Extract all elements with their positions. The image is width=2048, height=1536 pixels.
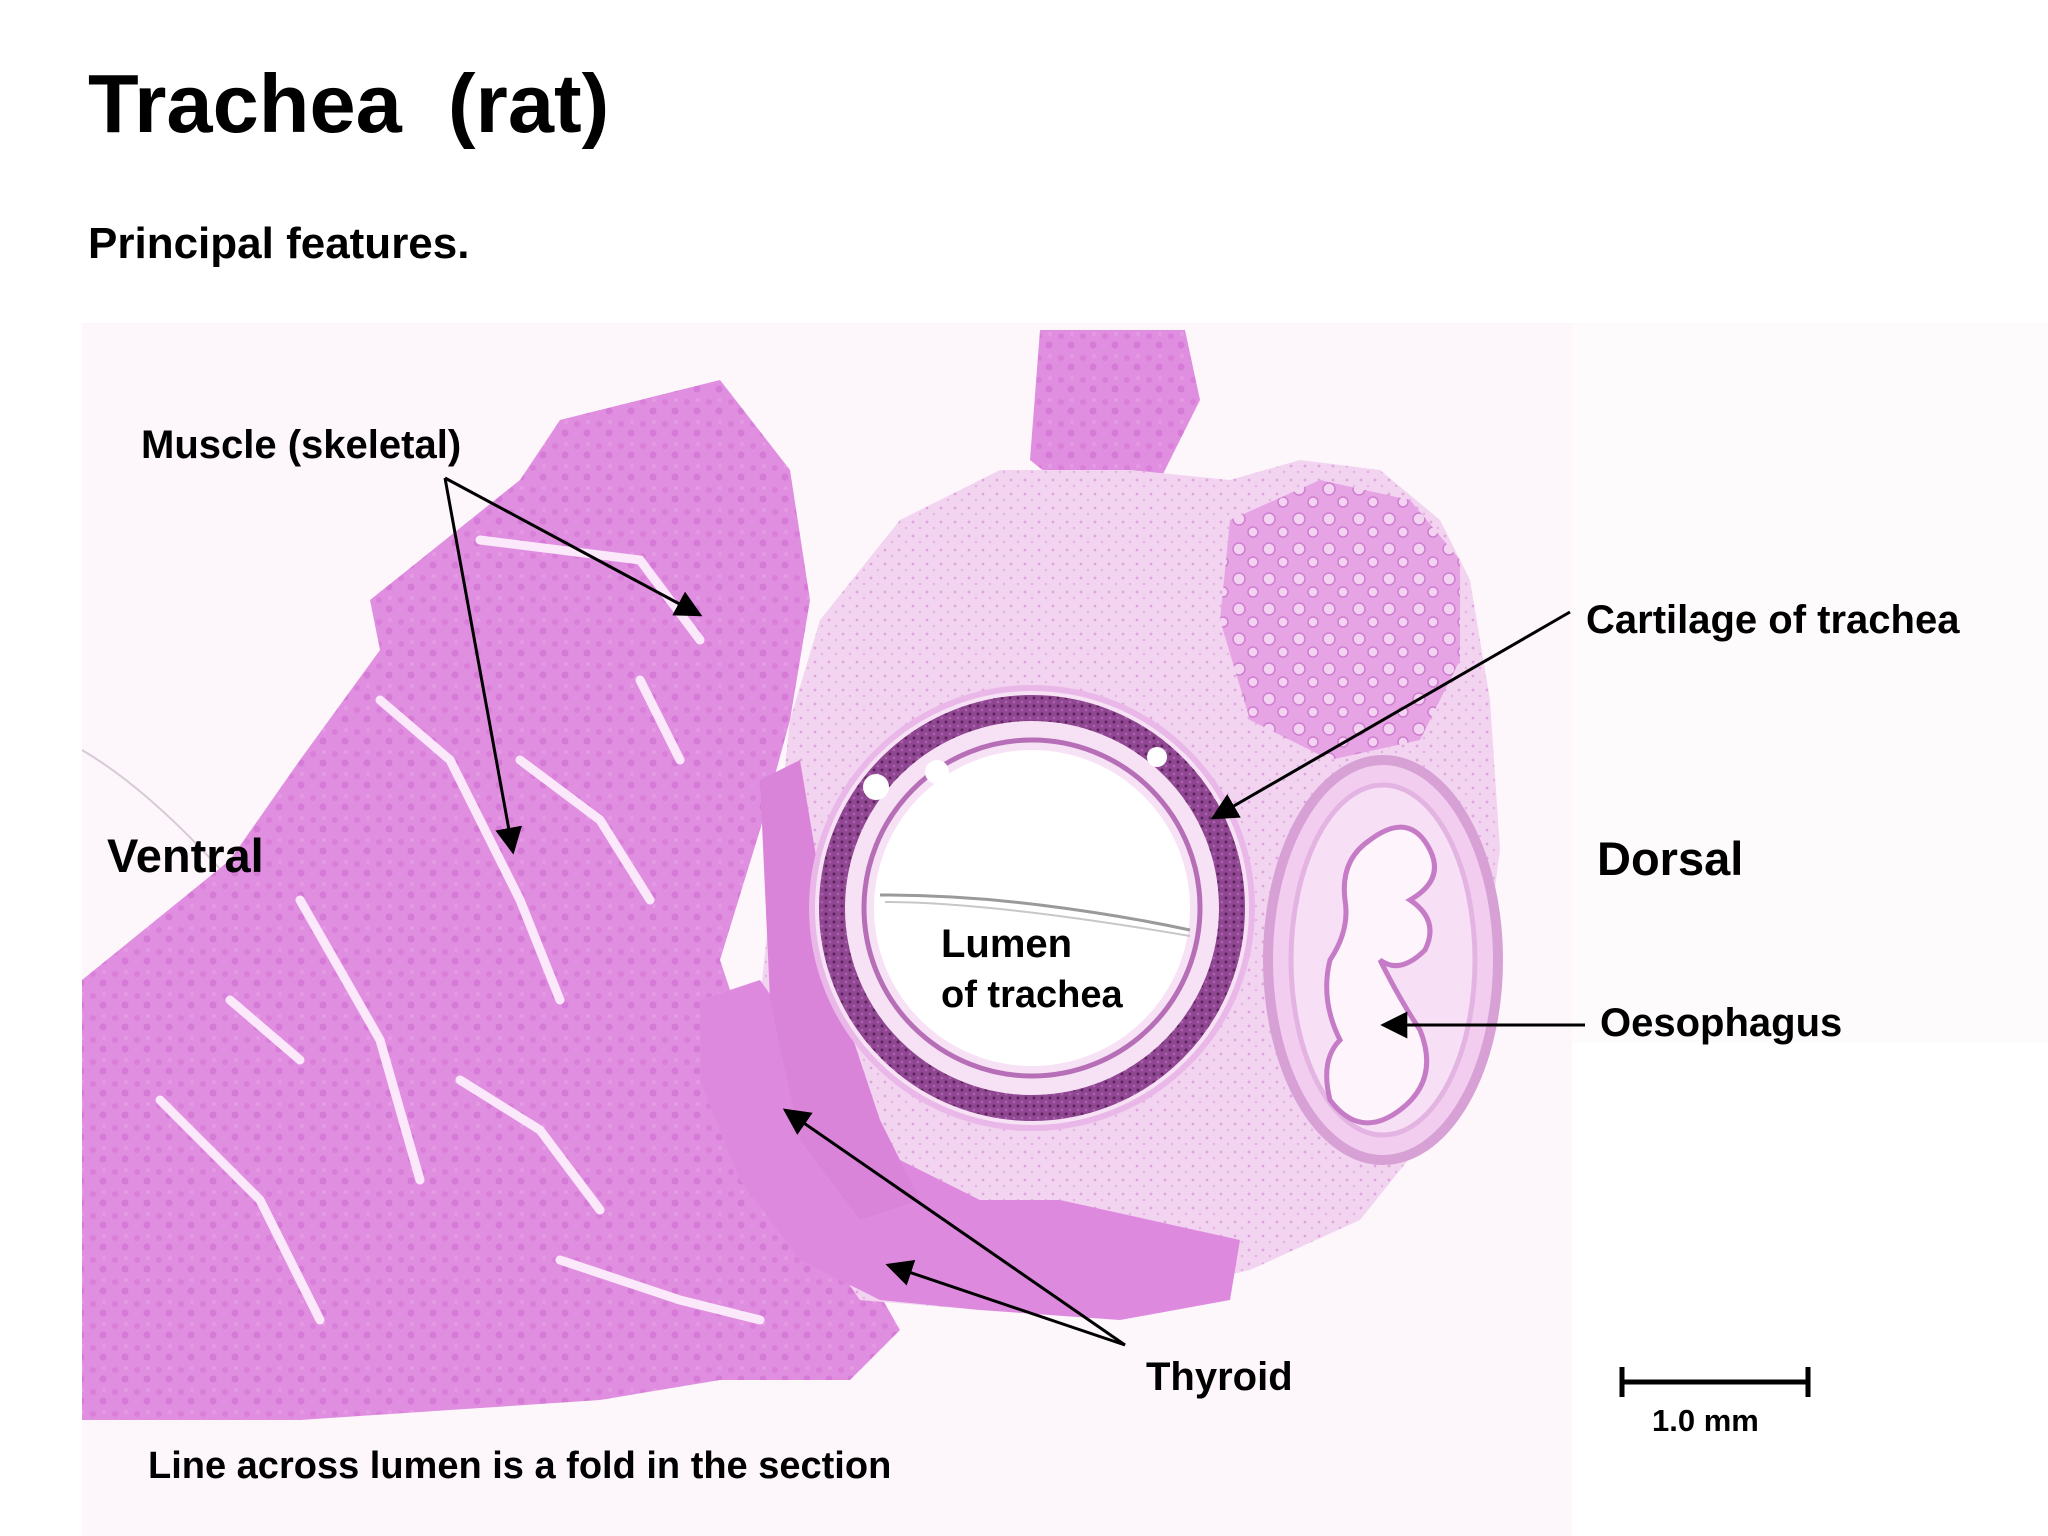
label-lumen-sub: of trachea (941, 974, 1123, 1016)
page-title: Trachea (rat) (88, 57, 610, 150)
muscle-septa (155, 535, 765, 1325)
section-fold-line (879, 893, 1191, 932)
thyroid-tissue (700, 980, 1240, 1320)
oesophagus-lumen (1324, 824, 1437, 1126)
label-lumen: Lumen (941, 922, 1073, 966)
label-oesophagus: Oesophagus (1600, 1001, 1843, 1045)
vacuole (925, 760, 949, 784)
label-thyroid: Thyroid (1146, 1355, 1293, 1399)
tissue-fragment-outline (81, 749, 231, 881)
thyroid-tissue-lateral (760, 760, 920, 1220)
label-ventral: Ventral (107, 829, 264, 882)
dorsal-muscle-bundle (1030, 330, 1200, 500)
label-dorsal: Dorsal (1597, 832, 1744, 885)
vacuole (1147, 747, 1167, 767)
label-muscle: Muscle (skeletal) (141, 423, 462, 467)
cartilage-ring (819, 695, 1245, 1121)
arrow-muscle-1 (444, 476, 703, 617)
scale-bar (1619, 1367, 1811, 1397)
vacuole (863, 774, 889, 800)
glandular-tissue (1220, 480, 1460, 760)
tracheal-epithelium (861, 737, 1203, 1079)
slide-background-right (1572, 323, 2048, 1043)
page-subtitle: Principal features. (88, 219, 470, 268)
tracheal-lumen (874, 750, 1190, 1066)
label-cartilage: Cartilage of trachea (1586, 598, 1960, 642)
arrow-muscle-2 (443, 477, 522, 855)
arrow-cartilage (1210, 610, 1571, 820)
fold-note: Line across lumen is a fold in the secti… (148, 1445, 892, 1487)
arrow-thyroid-1 (782, 1108, 1126, 1347)
section-fold-line-2 (884, 901, 1191, 937)
arrow-thyroid-2 (885, 1259, 1126, 1347)
scale-bar-label: 1.0 mm (1652, 1403, 1759, 1438)
